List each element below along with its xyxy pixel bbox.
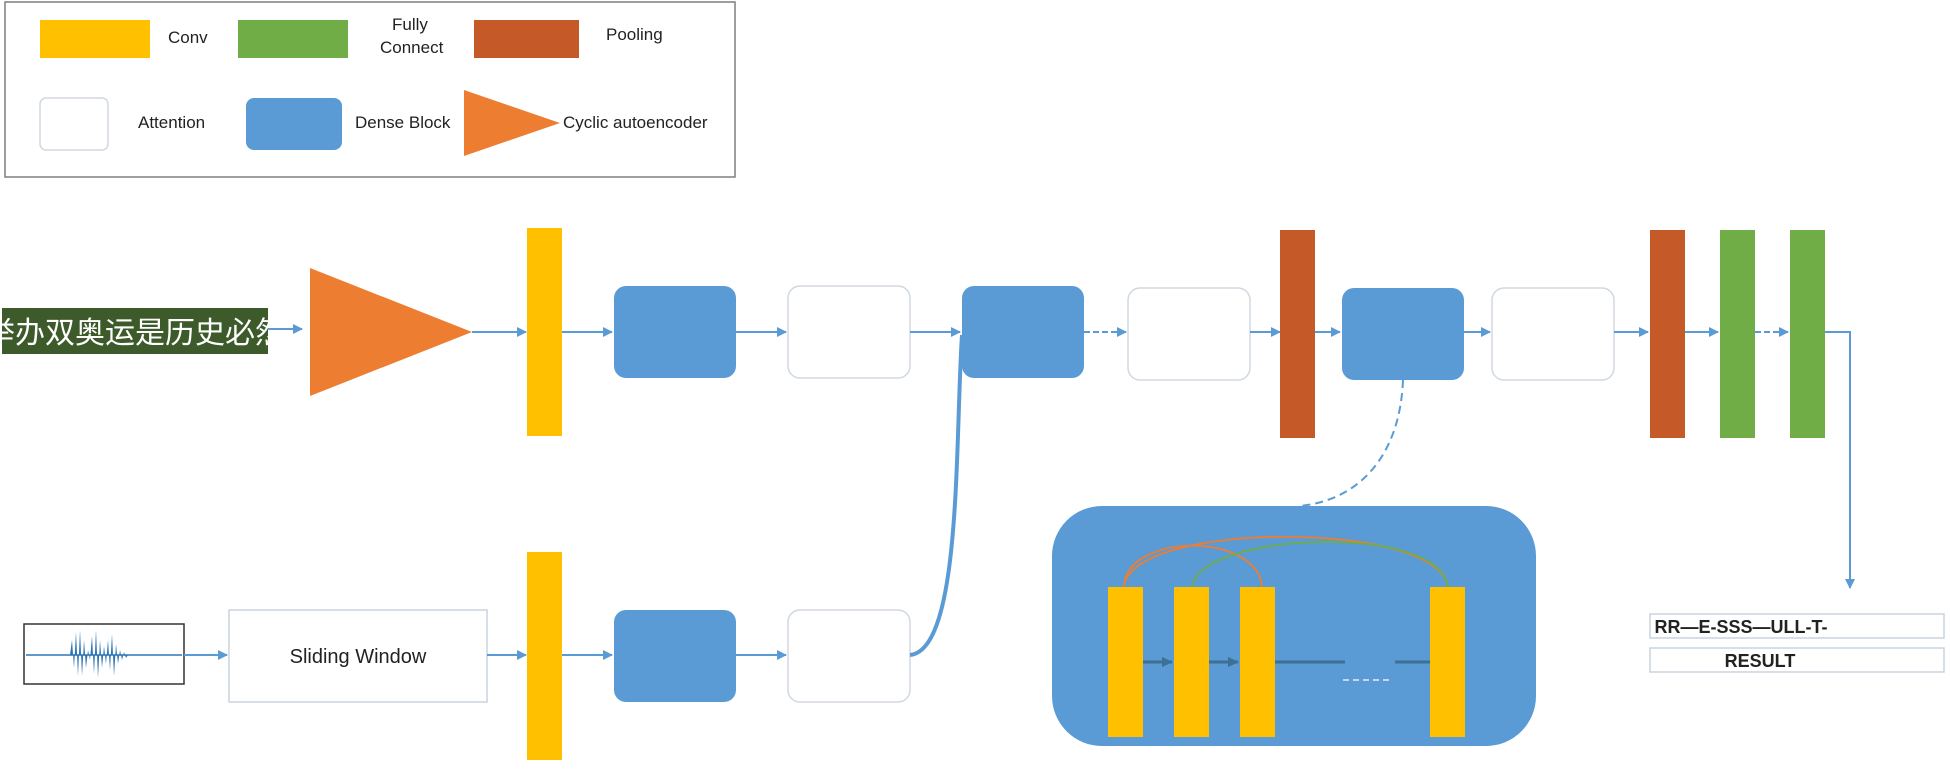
- legend-dense-block-swatch: [246, 98, 342, 150]
- attention-top-1: [787, 285, 911, 379]
- legend-attention-swatch: [39, 97, 109, 151]
- legend-pooling-swatch: [474, 20, 579, 58]
- dense-detail-conv-1: [1108, 587, 1143, 737]
- cyclic-autoencoder: [310, 268, 472, 396]
- result-sequence: RR—E-SSS—ULL-T-: [1655, 617, 1828, 637]
- legend-pooling-label: Pooling: [606, 25, 663, 44]
- legend-fully-connect-label-line2: Connect: [380, 38, 444, 57]
- legend-fully-connect-swatch: [238, 20, 348, 58]
- dense-block-top-3: [1342, 288, 1464, 380]
- legend-dense-block-label: Dense Block: [355, 113, 451, 132]
- legend-attention-label: Attention: [138, 113, 205, 132]
- arrow-fc2-to-result: [1825, 331, 1855, 589]
- dense-detail-panel: [1052, 506, 1536, 746]
- pooling-layer-1: [1280, 230, 1315, 438]
- input-text-label: 举办双奥运是历史必然: [0, 316, 285, 351]
- dense-block-detail: [1052, 379, 1536, 746]
- dense-connection-orange-2: [1123, 535, 1449, 588]
- fully-connect-layer-2: [1790, 230, 1825, 438]
- attention-top-2: [1127, 287, 1251, 381]
- conv-layer-top: [527, 228, 562, 436]
- detail-dashed-connector: [1299, 379, 1404, 507]
- dense-connection-green-1: [1191, 541, 1449, 588]
- attention-top-3: [1491, 287, 1615, 381]
- result-sequence-box: [1649, 613, 1945, 639]
- result-label-box: [1649, 647, 1945, 673]
- sliding-window-label: Sliding Window: [290, 646, 427, 668]
- dense-block-bottom: [614, 610, 736, 702]
- legend-conv-label: Conv: [168, 28, 208, 47]
- dense-block-top-1: [614, 286, 736, 378]
- dense-detail-conv-2: [1174, 587, 1209, 737]
- fusion-curve: [909, 334, 964, 657]
- legend-fully-connect-label-line1: Fully: [392, 15, 428, 34]
- input-text-banner: [2, 308, 268, 354]
- legend-conv-swatch: [40, 20, 150, 58]
- attention-bottom: [787, 609, 911, 703]
- result-label: RESULT: [1725, 651, 1796, 671]
- sliding-window-box: [228, 609, 488, 703]
- legend-cyclic-autoencoder-label: Cyclic autoencoder: [563, 113, 708, 132]
- text-branch: 举办双奥运是历史必然: [0, 228, 1855, 589]
- waveform-icon: [70, 630, 128, 678]
- legend: Conv Fully Connect Pooling Attention Den…: [4, 1, 736, 178]
- pooling-layer-2: [1650, 230, 1685, 438]
- fully-connect-layer-1: [1720, 230, 1755, 438]
- dense-block-fusion: [962, 286, 1084, 378]
- dense-detail-conv-3: [1240, 587, 1275, 737]
- audio-branch: Sliding Window: [23, 334, 964, 760]
- dense-detail-conv-4: [1430, 587, 1465, 737]
- result-panel: RR—E-SSS—ULL-T- RESULT: [1649, 613, 1945, 673]
- conv-layer-bottom: [527, 552, 562, 760]
- legend-cyclic-autoencoder-swatch: [464, 90, 560, 156]
